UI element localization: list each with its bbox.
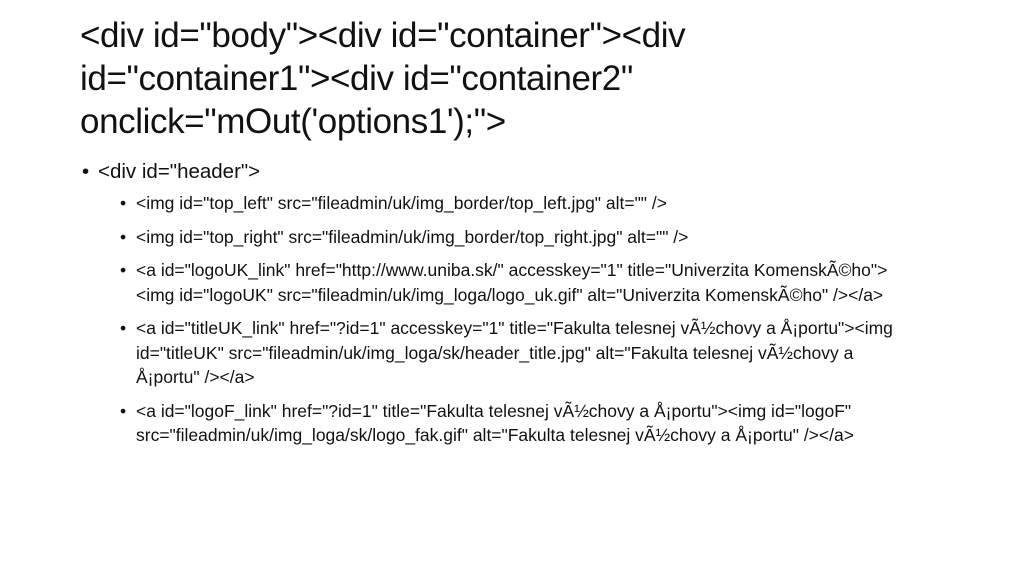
bullet-list: <div id="header"> <img id="top_left" src… xyxy=(80,158,960,448)
sub-bullet-item: <a id="logoF_link" href="?id=1" title="F… xyxy=(118,399,916,448)
bullet-text: <div id="header"> xyxy=(98,160,261,183)
slide-content: <div id="header"> <img id="top_left" src… xyxy=(80,158,960,457)
slide-title: <div id="body"><div id="container"><div … xyxy=(80,16,686,141)
sub-bullet-item: <img id="top_left" src="fileadmin/uk/img… xyxy=(118,191,916,216)
sub-bullet-list: <img id="top_left" src="fileadmin/uk/img… xyxy=(98,191,960,448)
sub-bullet-item: <img id="top_right" src="fileadmin/uk/im… xyxy=(118,225,916,250)
sub-bullet-item: <a id="titleUK_link" href="?id=1" access… xyxy=(118,316,916,390)
bullet-item: <div id="header"> <img id="top_left" src… xyxy=(80,158,960,448)
sub-bullet-item: <a id="logoUK_link" href="http://www.uni… xyxy=(118,258,916,307)
